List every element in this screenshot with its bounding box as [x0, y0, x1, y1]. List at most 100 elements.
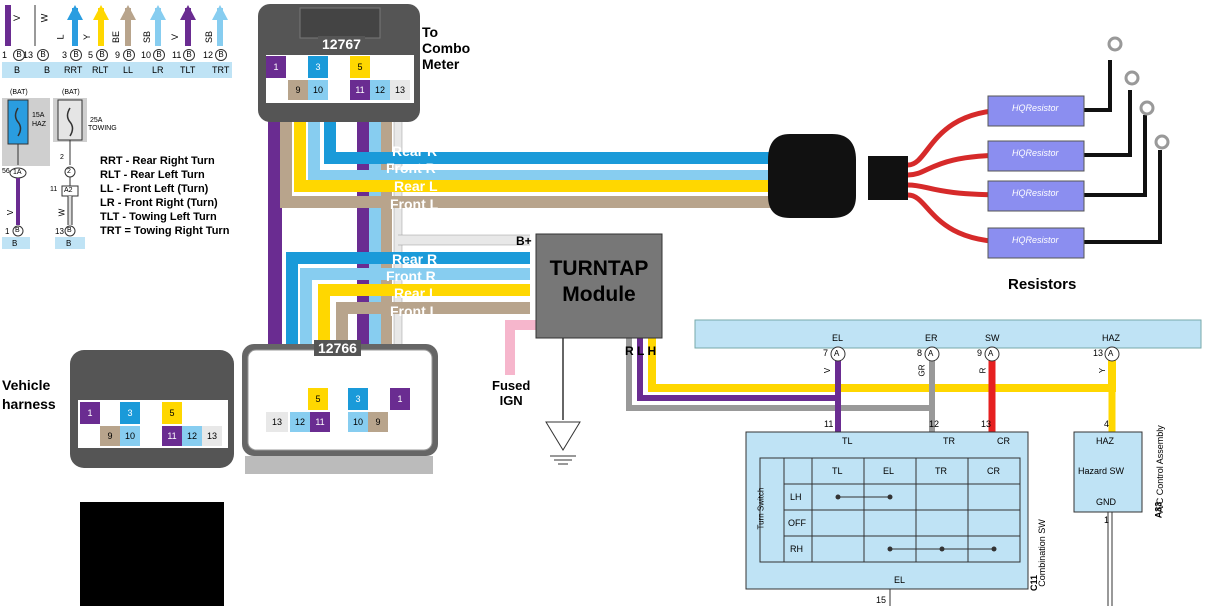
top-left-wire-strip	[2, 5, 232, 78]
haz-source: (BAT)	[10, 89, 28, 96]
hazard-gnd-pin: 1	[1104, 515, 1110, 525]
hazard-gnd: GND	[1096, 497, 1116, 507]
veh-pin-11: 11	[162, 426, 182, 446]
legend-trt: TRT = Towing Right Turn	[100, 225, 230, 237]
wire-color-7: V	[170, 33, 181, 41]
strip-conn-5: B	[123, 49, 135, 61]
combo-term-cr: CR	[997, 436, 1010, 446]
hazard-term: HAZ	[1096, 436, 1114, 446]
legend: RRT - Rear Right Turn RLT - Rear Left Tu…	[100, 154, 229, 238]
hazard-pin: 4	[1104, 419, 1110, 429]
towing-conn: B	[67, 227, 72, 234]
vehicle-harness-connector	[70, 350, 234, 606]
row-off: OFF	[788, 518, 806, 528]
hazard-switch	[1073, 431, 1143, 606]
lower-front-r: Front R	[386, 268, 436, 284]
table-head-el: EL	[883, 466, 895, 476]
combo-term-tr: TR	[943, 436, 955, 446]
turntap-module-text: TURNTAP Module	[536, 256, 662, 308]
strip-pin-5: 9	[115, 50, 121, 60]
legend-ll: LL - Front Left (Turn)	[100, 183, 209, 195]
turntap-module	[535, 233, 663, 339]
combo-pin-11: 11	[824, 419, 834, 429]
towing-name: TOWING	[88, 125, 117, 132]
haz-wire: V	[6, 209, 16, 216]
bus-er-term: A	[928, 349, 934, 358]
row-lh: LH	[790, 492, 802, 502]
top-pin-12: 12	[370, 80, 390, 100]
strip-func-1: B	[14, 65, 21, 75]
connector-12767-part: 12767	[318, 36, 365, 52]
strip-func-4: RLT	[92, 65, 109, 75]
haz-func: B	[12, 239, 18, 248]
wire-color-5: BE	[111, 30, 122, 44]
bus-haz-term: A	[1108, 349, 1114, 358]
fused-ign-line-1: Fused	[492, 378, 531, 393]
veh-pin-1: 1	[80, 402, 100, 424]
bus-sw-num: 9	[977, 348, 983, 358]
wire-color-3: L	[55, 34, 66, 40]
wire-color-8: SB	[204, 30, 215, 44]
towing-func: B	[66, 239, 72, 248]
top-pin-10: 10	[308, 80, 328, 100]
fuse-towing	[53, 98, 87, 249]
towing-pin2: 11	[50, 186, 58, 193]
top-pin-11: 11	[350, 80, 370, 100]
upper-rear-l: Rear L	[394, 178, 438, 194]
resistors-label: Resistors	[1008, 276, 1077, 293]
bus-pin-wires	[830, 346, 1120, 432]
bus-haz-wire: Y	[1098, 367, 1108, 374]
towing-terminal2: A2	[64, 187, 73, 194]
haz-conn-pin: 1	[5, 227, 10, 236]
top-pin-13: 13	[390, 80, 410, 100]
bus-bar	[694, 319, 1202, 349]
strip-pin-7: 11	[172, 50, 182, 60]
turn-switch-label: Turn Switch	[756, 487, 766, 530]
vehicle-harness-label: Vehicle harness	[2, 376, 56, 414]
resistor-brand-4: HQResistor	[1012, 235, 1059, 245]
bottom-pin-10: 10	[348, 412, 368, 432]
bus-er-name: ER	[925, 333, 938, 343]
strip-conn-8: B	[215, 49, 227, 61]
legend-tlt: TLT - Towing Left Turn	[100, 211, 217, 223]
haz-terminal: 1A	[13, 169, 22, 176]
veh-pin-9: 9	[100, 426, 120, 446]
bus-el-name: EL	[832, 333, 844, 343]
strip-func-7: TLT	[180, 65, 196, 75]
turntap-line-1: TURNTAP	[549, 257, 649, 280]
combo-name: Combination SW	[1036, 519, 1047, 587]
bus-el-term: A	[834, 349, 840, 358]
strip-pin-8: 12	[203, 50, 214, 60]
wire-color-6: SB	[142, 30, 153, 44]
strip-conn-7: B	[183, 49, 195, 61]
towing-rating: 25A	[90, 117, 103, 124]
veh-pin-3: 3	[120, 402, 140, 424]
strip-pin-6: 10	[141, 50, 152, 60]
towing-wire: W	[57, 208, 67, 217]
bottom-pin-12: 12	[290, 412, 310, 432]
combo-pin-12: 12	[929, 419, 940, 429]
bottom-pin-11: 11	[310, 412, 330, 432]
lower-rear-r: Rear R	[392, 251, 438, 267]
lower-wire-runs	[286, 234, 530, 350]
resistor-brand-2: HQResistor	[1012, 148, 1059, 158]
vehicle-harness-line-2: harness	[2, 396, 56, 412]
strip-conn-3: B	[70, 49, 82, 61]
wire-color-4: Y	[82, 33, 93, 41]
fuse-haz	[2, 98, 50, 249]
strip-func-6: LR	[152, 65, 164, 75]
veh-pin-10: 10	[120, 426, 140, 446]
fused-ign-label: Fused IGN	[492, 378, 530, 408]
top-pin-3: 3	[308, 56, 328, 78]
wire-color-1: V	[12, 14, 23, 22]
towing-terminal: 2	[67, 168, 71, 175]
top-pin-1: 1	[266, 56, 286, 78]
top-pin-5: 5	[350, 56, 370, 78]
combo-bottom-term: EL	[894, 575, 906, 585]
haz-conn: B	[15, 227, 20, 234]
bus-er-num: 8	[917, 348, 923, 358]
legend-lr: LR - Front Right (Turn)	[100, 197, 218, 209]
strip-pin-4: 5	[88, 50, 94, 60]
table-head-tr: TR	[935, 466, 947, 476]
